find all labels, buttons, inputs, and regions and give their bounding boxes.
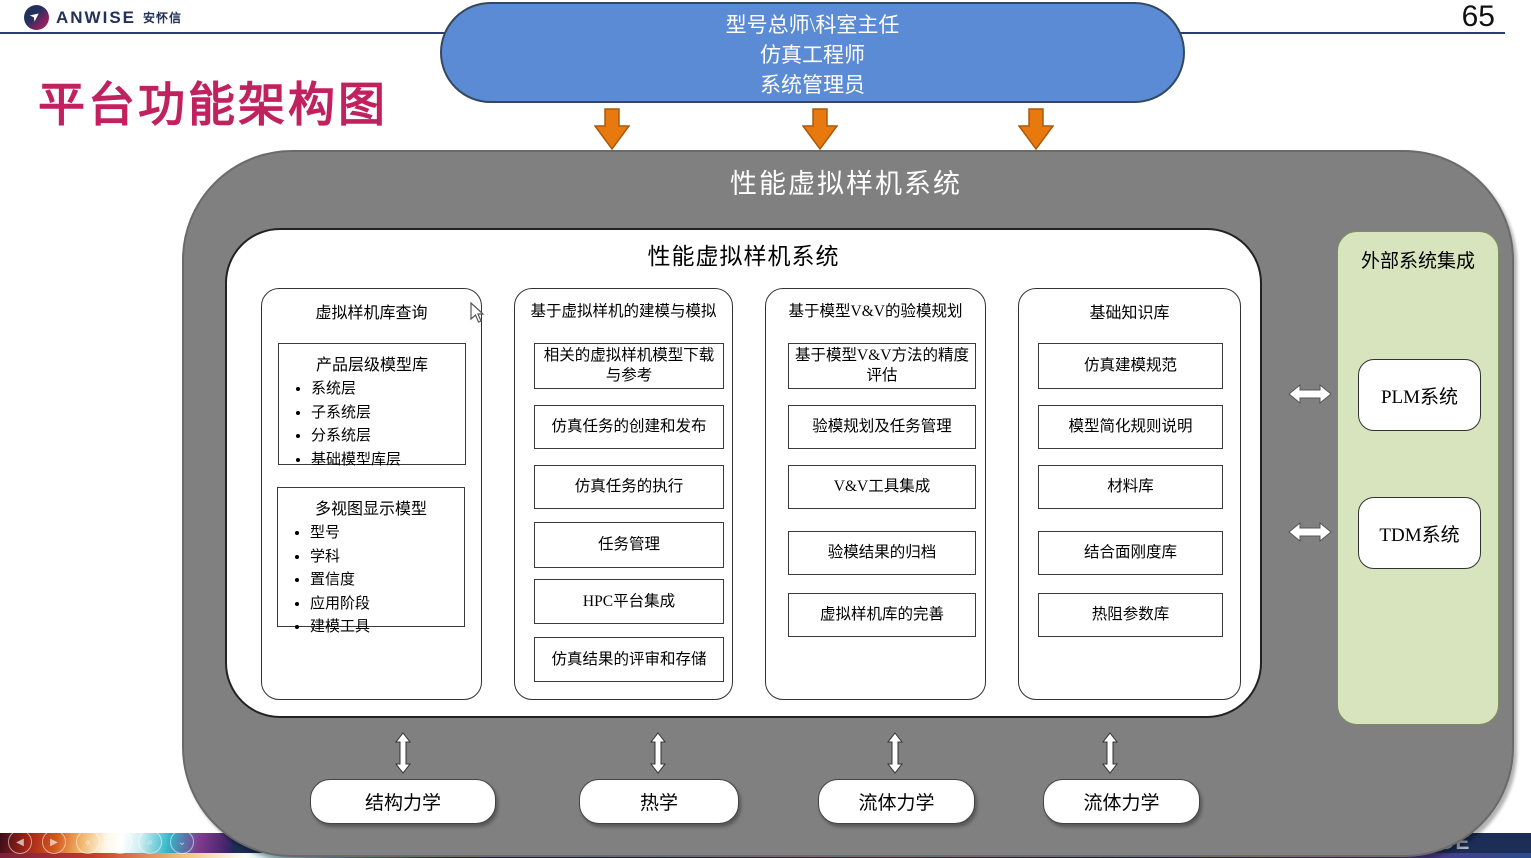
- bullet-item: 系统层: [311, 378, 465, 402]
- column-title: 虚拟样机库查询: [315, 305, 428, 322]
- function-box: HPC平台集成: [534, 579, 724, 624]
- search-icon[interactable]: ⌕: [138, 830, 162, 854]
- function-box: 相关的虚拟样机模型下载与参考: [534, 343, 724, 389]
- rewind-icon[interactable]: ◀: [8, 830, 32, 854]
- group-title: 产品层级模型库: [315, 357, 428, 374]
- column-title: 基于虚拟样机的建模与模拟: [530, 303, 717, 320]
- function-box: 仿真任务的创建和发布: [534, 405, 724, 449]
- double-arrow-horizontal-icon: [1288, 383, 1332, 405]
- function-box: 任务管理: [534, 522, 724, 568]
- function-box: 模型简化规则说明: [1038, 405, 1223, 449]
- group-title: 多视图显示模型: [314, 501, 427, 518]
- group-product-model-library: 产品层级模型库 系统层 子系统层 分系统层 基础模型库层: [278, 343, 466, 468]
- function-box: 仿真任务的执行: [534, 465, 724, 509]
- double-arrow-vertical-icon: [394, 732, 412, 774]
- system-outer-title: 性能虚拟样机系统: [730, 169, 962, 199]
- column-vv-planning: 基于模型V&V的验模规划 基于模型V&V方法的精度评估 验模规划及任务管理 V&…: [765, 288, 986, 700]
- roles-line-3: 系统管理员: [760, 73, 865, 97]
- column-knowledge-base: 基础知识库 仿真建模规范 模型简化规则说明 材料库 结合面刚度库 热阻参数库: [1018, 288, 1241, 700]
- discipline-box: 流体力学: [1043, 779, 1200, 824]
- column-title: 基础知识库: [1089, 305, 1170, 322]
- bullet-item: 置信度: [310, 569, 464, 593]
- column-title: 基于模型V&V的验模规划: [788, 303, 963, 320]
- function-box: 结合面刚度库: [1038, 531, 1223, 575]
- double-arrow-vertical-icon: [649, 732, 667, 774]
- play-icon[interactable]: ▶: [42, 830, 66, 854]
- roles-line-2: 仿真工程师: [760, 43, 865, 67]
- function-box: 基于模型V&V方法的精度评估: [788, 343, 976, 389]
- bullet-item: 分系统层: [311, 425, 465, 449]
- down-arrow-icon: [594, 108, 630, 150]
- bullet-item: 基础模型库层: [311, 449, 465, 473]
- page-number: 65: [1461, 0, 1495, 33]
- inner-panel-title: 性能虚拟样机系统: [647, 244, 840, 269]
- discipline-box: 热学: [579, 779, 739, 824]
- slide-title: 平台功能架构图: [38, 78, 388, 131]
- camera-icon[interactable]: ▣: [108, 830, 132, 854]
- external-systems-panel: 外部系统集成 PLM系统 TDM系统: [1337, 231, 1499, 725]
- bullet-item: 应用阶段: [310, 593, 464, 617]
- double-arrow-vertical-icon: [1101, 732, 1119, 774]
- column-modeling-simulation: 基于虚拟样机的建模与模拟 相关的虚拟样机模型下载与参考 仿真任务的创建和发布 仿…: [514, 288, 733, 700]
- anwise-logo-icon: ➤: [24, 5, 49, 30]
- mouse-cursor-icon: [470, 302, 485, 323]
- bullet-item: 学科: [310, 546, 464, 570]
- discipline-box: 流体力学: [818, 779, 975, 824]
- double-arrow-horizontal-icon: [1288, 521, 1332, 543]
- double-arrow-vertical-icon: [886, 732, 904, 774]
- bullet-item: 子系统层: [311, 402, 465, 426]
- chevrons-icon[interactable]: «: [76, 830, 100, 854]
- down-arrow-icon: [802, 108, 838, 150]
- anwise-logo: ➤ ANWISE 安怀信: [24, 5, 182, 30]
- function-box: 仿真建模规范: [1038, 343, 1223, 389]
- function-box: 验模结果的归档: [788, 531, 976, 575]
- roles-line-1: 型号总师\科室主任: [725, 13, 900, 37]
- external-panel-title: 外部系统集成: [1360, 251, 1475, 272]
- function-box: 验模规划及任务管理: [788, 405, 976, 449]
- roles-bubble: 型号总师\科室主任 仿真工程师 系统管理员: [440, 2, 1185, 103]
- function-box: 材料库: [1038, 465, 1223, 509]
- logo-text: ANWISE: [56, 7, 136, 27]
- function-box: 虚拟样机库的完善: [788, 593, 976, 637]
- function-box: V&V工具集成: [788, 465, 976, 509]
- bullet-item: 型号: [310, 522, 464, 546]
- chevron-down-icon[interactable]: ⌄: [170, 830, 194, 854]
- tdm-system-box: TDM系统: [1358, 497, 1481, 569]
- function-box: 热阻参数库: [1038, 593, 1223, 637]
- bullet-item: 建模工具: [310, 616, 464, 640]
- group-multiview-display: 多视图显示模型 型号 学科 置信度 应用阶段 建模工具: [277, 487, 465, 635]
- logo-text-cn: 安怀信: [143, 11, 183, 25]
- down-arrow-icon: [1018, 108, 1054, 150]
- function-box: 仿真结果的评审和存储: [534, 637, 724, 682]
- column-virtual-prototype-query: 虚拟样机库查询 产品层级模型库 系统层 子系统层 分系统层 基础模型库层 多视图…: [261, 288, 482, 700]
- discipline-box: 结构力学: [310, 779, 496, 824]
- plm-system-box: PLM系统: [1358, 359, 1481, 431]
